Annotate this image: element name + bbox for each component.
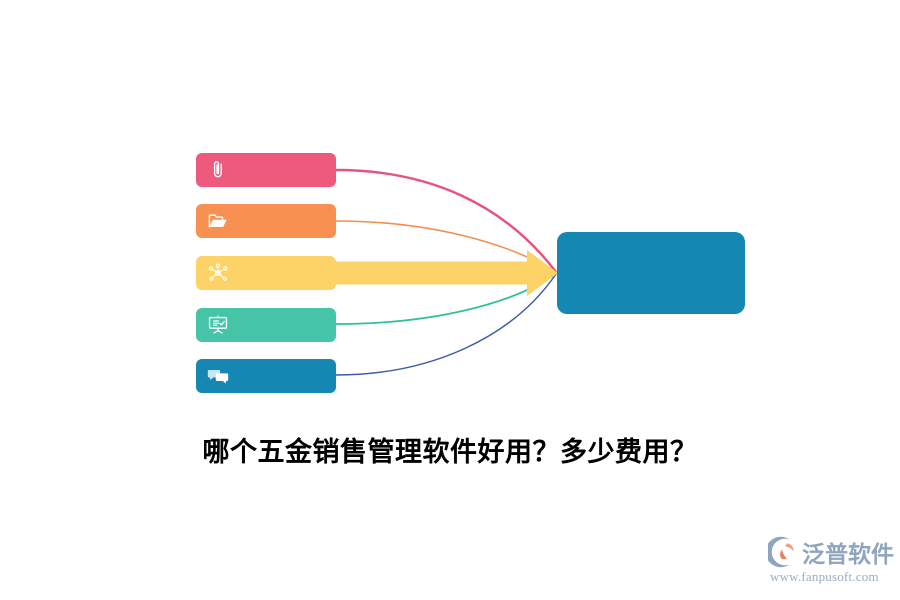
network-hub-icon	[207, 262, 229, 284]
flow-connectors	[334, 168, 558, 376]
flow-item-4[interactable]	[196, 308, 336, 342]
brand-name: 泛普软件	[802, 541, 894, 567]
flow-item-2[interactable]	[196, 204, 336, 238]
fanpu-logo-icon	[768, 536, 800, 568]
chat-bubbles-icon	[207, 365, 229, 387]
flow-target-box[interactable]	[557, 232, 745, 314]
flow-item-3[interactable]	[196, 256, 336, 290]
flow-item-5[interactable]	[196, 359, 336, 393]
flow-line-5	[335, 273, 557, 376]
flow-arrow-3	[336, 250, 558, 296]
brand-url: www.fanpusoft.com	[770, 569, 879, 584]
brand-watermark: 泛普软件 www.fanpusoft.com	[768, 534, 896, 588]
flow-diagram	[196, 153, 745, 393]
paperclip-icon	[207, 159, 229, 181]
brand-row: 泛普软件	[768, 534, 896, 570]
page-title: 哪个五金销售管理软件好用？多少费用？	[202, 437, 698, 467]
presentation-board-icon	[207, 314, 229, 336]
flow-item-1[interactable]	[196, 153, 336, 187]
open-folder-icon	[207, 210, 229, 232]
flow-line-1	[334, 168, 558, 274]
